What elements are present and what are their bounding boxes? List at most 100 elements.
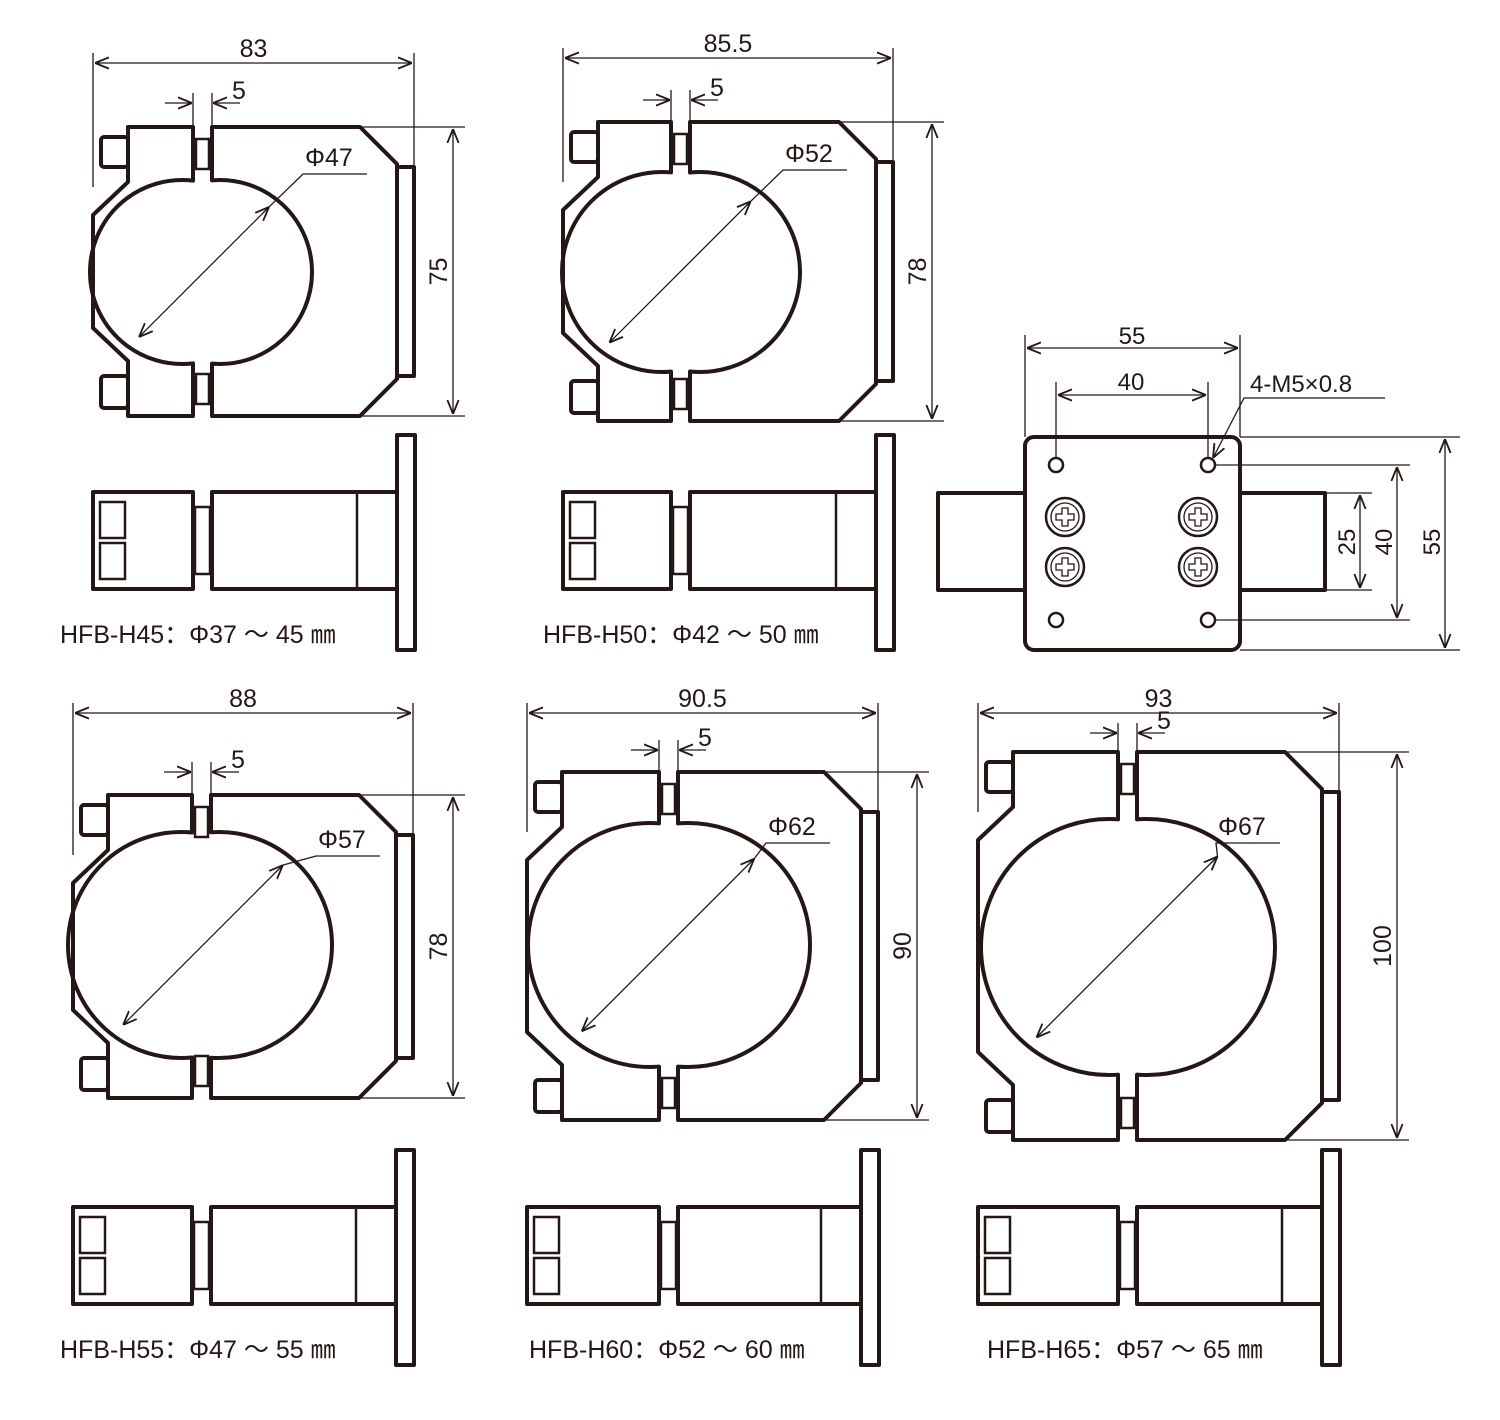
model-label: HFB-H55：Φ47 ～ 55 ㎜ [60,1336,336,1364]
screw-knob-icon [79,803,110,837]
cross-recess [1188,507,1208,527]
mounting-flange [1320,790,1341,1102]
side-body-right [1135,1205,1324,1306]
diameter-leader [609,169,847,343]
side-body-left [525,1205,661,1306]
dim-gap: 5 [232,77,246,105]
screw-washer [1050,552,1080,582]
cross-recess [1055,507,1075,527]
clamp-bolt [660,1076,677,1110]
side-flange [874,433,896,652]
model-label: HFB-H60：Φ52 ～ 60 ㎜ [529,1336,805,1364]
clamp-bolt [660,782,677,816]
side-screw-icon [78,1256,107,1296]
diameter-arrow [745,201,751,207]
clamp-half-left [66,793,194,1100]
side-body-left [91,490,195,591]
side-bolt [192,1220,211,1291]
clamp-half-right [688,120,878,423]
dim-height: 75 [425,258,453,286]
side-screw-icon [532,1215,561,1255]
mount-bar-right [1235,491,1327,592]
diameter-label: Φ57 [318,826,366,854]
screw-washer [1183,552,1213,582]
dim-width: 88 [229,685,257,713]
side-body-right [676,1205,863,1306]
clamp-bolt [194,137,211,171]
side-flange [1320,1148,1342,1367]
side-screw-icon [98,541,127,581]
screw-knob-icon [79,1056,110,1092]
screw-washer [1050,502,1080,532]
clamp-half-left [559,120,673,423]
diameter-leader [123,855,380,1025]
screw-knob-icon [569,379,600,415]
clamp-bolt [672,377,689,411]
dim-height-outer: 55 [1419,529,1446,556]
diameter-arrow [748,859,754,865]
screw-knob-icon [569,130,600,164]
side-body-left [561,490,673,591]
screw-knob-icon [99,374,130,410]
dim-height: 100 [1369,925,1397,967]
side-screw-icon [78,1215,107,1255]
screw-knob-icon [984,1098,1015,1134]
mounting-flange [859,810,880,1082]
diameter-arrow [277,865,283,871]
thread-callout: 4-M5×0.8 [1250,371,1352,398]
side-flange [859,1148,881,1367]
phillips-screw-icon [1177,546,1219,588]
screw-head [1177,496,1219,538]
screw-head [1177,546,1219,588]
clamp-half-right [1135,750,1324,1142]
diameter-arrow [263,207,269,213]
dim-gap: 5 [1157,707,1171,735]
clamp-half-left [525,770,661,1122]
dim-width: 90.5 [678,685,727,713]
dim-gap: 5 [698,724,712,752]
dim-width-outer: 55 [1119,323,1146,350]
screw-head [1044,496,1086,538]
hole-icon [1047,611,1065,629]
mounting-flange [874,160,895,383]
diameter-label: Φ52 [785,140,833,168]
diameter-label: Φ67 [1218,813,1266,841]
phillips-screw-icon [1044,546,1086,588]
mount-plate-view: 55 40 4-M5×0.8 25 40 55 [936,323,1460,652]
screw-washer [1183,502,1213,532]
mount-plate [1023,435,1242,652]
clamp-half-left [976,750,1120,1142]
clamp-bolt [672,132,689,166]
phillips-screw-icon [1044,496,1086,538]
screw-knob-icon [533,1078,564,1114]
side-screw-icon [983,1256,1012,1296]
side-bolt [671,505,690,576]
phillips-screw-icon [1177,496,1219,538]
model-label: HFB-H65：Φ57 ～ 65 ㎜ [987,1336,1263,1364]
dim-gap: 5 [231,746,245,774]
dim-height: 90 [889,932,917,960]
side-screw-icon [98,500,127,540]
model-label: HFB-H50：Φ42 ～ 50 ㎜ [543,621,819,649]
diameter-arrow [1212,856,1218,862]
dim-height: 78 [425,933,453,961]
dim-width: 85.5 [704,30,753,58]
diameter-leader [1036,842,1280,1038]
side-body-left [71,1205,194,1306]
screw-knob-icon [984,760,1015,794]
mounting-flange [394,833,415,1060]
dim-gap: 5 [710,74,724,102]
side-screw-icon [568,500,597,540]
side-bolt [1118,1220,1137,1291]
phillips-screws [1044,496,1219,588]
dim-width: 83 [240,35,268,63]
mounting-flange [395,165,416,378]
side-body-right [688,490,878,591]
dim-height-holes: 40 [1371,529,1398,556]
cross-recess [1188,557,1208,577]
